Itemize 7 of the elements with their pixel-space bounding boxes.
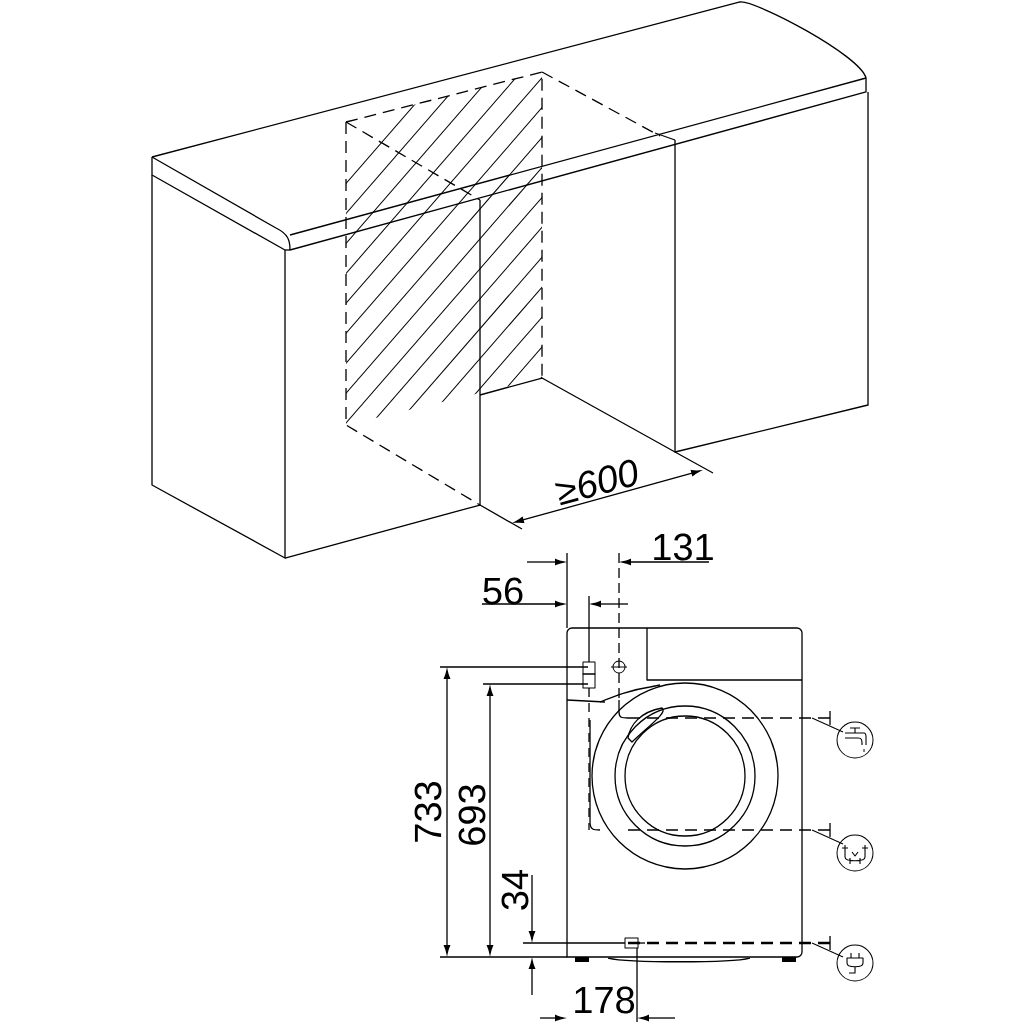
dimension-label: 34 [501, 870, 529, 910]
dimension-label: 733 [414, 782, 442, 842]
dimension-label: ≥600 [554, 459, 638, 506]
dimension-label: 131 [654, 533, 713, 561]
dimension-label: 693 [458, 785, 486, 845]
dimension-label: 178 [575, 986, 635, 1014]
dimension-label: 56 [483, 577, 523, 605]
